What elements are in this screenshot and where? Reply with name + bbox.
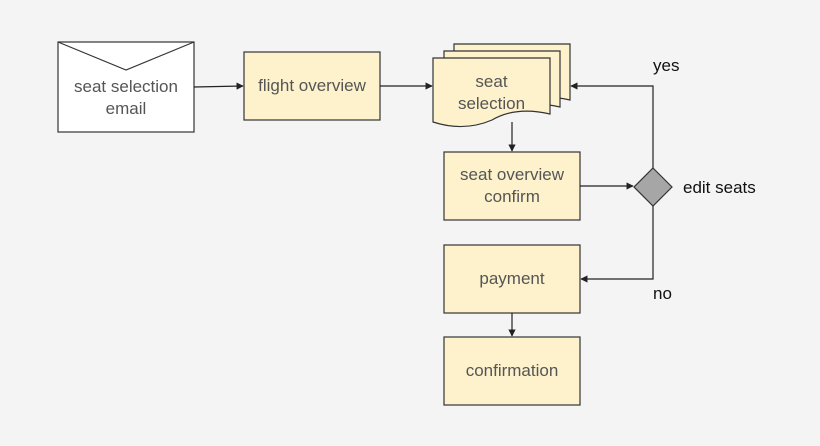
arrow-email-to-flight-overview	[193, 82, 244, 90]
yes-branch-label: yes	[653, 56, 680, 75]
email-label: seat selection email	[74, 77, 178, 118]
flight-overview-box	[243, 51, 381, 121]
confirmation-box	[443, 336, 581, 406]
envelope-icon	[57, 41, 195, 133]
seat-overview-confirm-label: seat overview confirm	[460, 165, 564, 206]
edit-seats-label: edit seats	[683, 178, 756, 197]
flight-overview-label: flight overview	[258, 76, 366, 95]
stacked-documents-icon	[432, 43, 571, 128]
payment-label: payment	[479, 269, 545, 288]
confirmation-label: confirmation	[465, 361, 559, 380]
no-branch-label: no	[653, 284, 672, 303]
arrow-decision-yes-to-seat-selection	[570, 82, 654, 168]
seat-overview-confirm-box	[443, 151, 581, 221]
arrow-decision-no-to-payment	[580, 206, 654, 283]
decision-diamond-icon	[633, 167, 673, 207]
seat-selection-label: seat selection	[457, 72, 526, 113]
